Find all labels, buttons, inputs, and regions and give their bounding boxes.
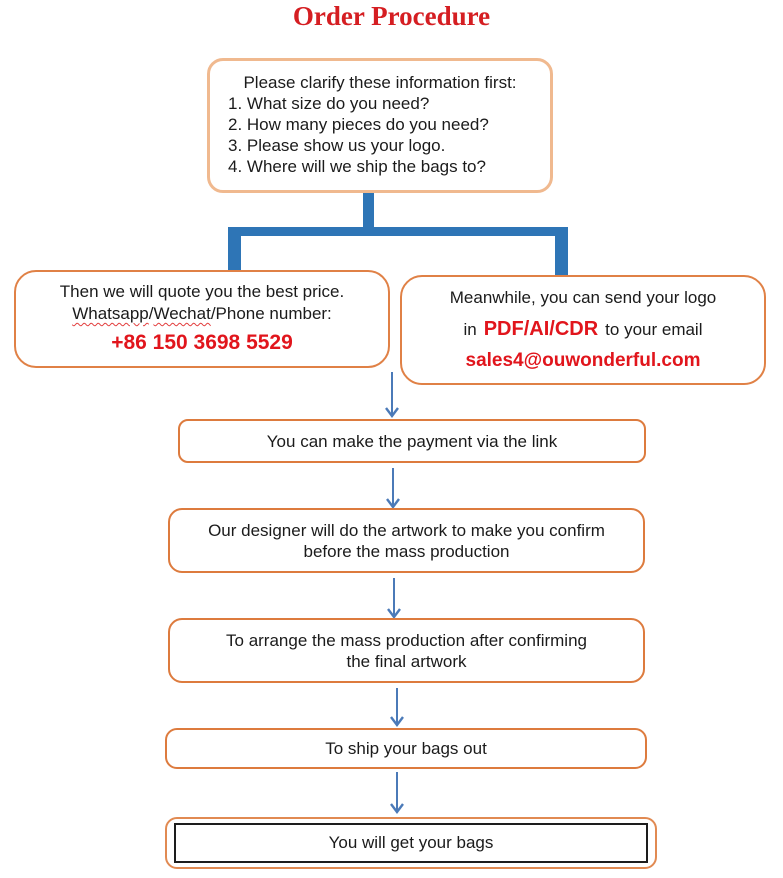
clarify-heading: Please clarify these information first: <box>243 73 517 92</box>
clarify-item-3: 3. Please show us your logo. <box>228 136 446 155</box>
final-result-inner-frame: You will get your bags <box>174 823 648 863</box>
arrow-down-icon <box>390 688 404 727</box>
logo-line-1: Meanwhile, you can send your logo <box>449 288 717 308</box>
clarify-info-box: Please clarify these information first: … <box>207 58 553 193</box>
connector-stem <box>363 193 374 230</box>
quote-line: Then we will quote you the best price. <box>59 282 345 301</box>
logo-line-2-suffix: to your email <box>605 319 703 339</box>
arrow-down-icon <box>390 772 404 814</box>
step-box-mass-production: To arrange the mass production after con… <box>168 618 645 683</box>
connector-horizontal-bar <box>228 227 568 236</box>
step-label-shipping: To ship your bags out <box>325 739 487 758</box>
step-label-payment: You can make the payment via the link <box>266 431 558 451</box>
connector-drop-right <box>555 227 568 275</box>
file-formats-highlight: PDF/AI/CDR <box>483 317 599 340</box>
contact-word-whatsapp: Whatsapp <box>72 304 149 323</box>
phone-number: +86 150 3698 5529 <box>111 331 293 354</box>
step-box-payment: You can make the payment via the link <box>178 419 646 463</box>
contact-rest: /Phone number: <box>210 304 332 323</box>
final-result-label: You will get your bags <box>328 833 494 852</box>
contact-word-wechat: Wechat <box>153 304 211 323</box>
step-box-shipping: To ship your bags out <box>165 728 647 769</box>
logo-line-2: in PDF/AI/CDR to your email <box>402 318 764 341</box>
clarify-item-1: 1. What size do you need? <box>228 94 430 113</box>
arrow-down-icon <box>386 468 400 509</box>
arrow-down-icon <box>387 578 401 619</box>
send-logo-box: Meanwhile, you can send your logo in PDF/… <box>400 275 766 385</box>
connector-drop-left <box>228 227 241 272</box>
clarify-item-2: 2. How many pieces do you need? <box>228 115 489 134</box>
email-address: sales4@ouwonderful.com <box>465 349 701 371</box>
step-box-artwork-confirm: Our designer will do the artwork to make… <box>168 508 645 573</box>
contact-line: Whatsapp/Wechat/Phone number: <box>16 303 388 325</box>
step-label-mass-production: To arrange the mass production after con… <box>226 630 587 671</box>
logo-line-2-prefix: in <box>463 319 477 339</box>
clarify-item-4: 4. Where will we ship the bags to? <box>228 157 486 176</box>
arrow-down-icon <box>385 372 399 418</box>
quote-price-box: Then we will quote you the best price. W… <box>14 270 390 368</box>
contact-separator: / <box>148 304 154 323</box>
final-result-box: You will get your bags <box>165 817 657 869</box>
step-label-artwork-confirm: Our designer will do the artwork to make… <box>208 520 605 561</box>
page-title: Order Procedure <box>292 1 491 31</box>
